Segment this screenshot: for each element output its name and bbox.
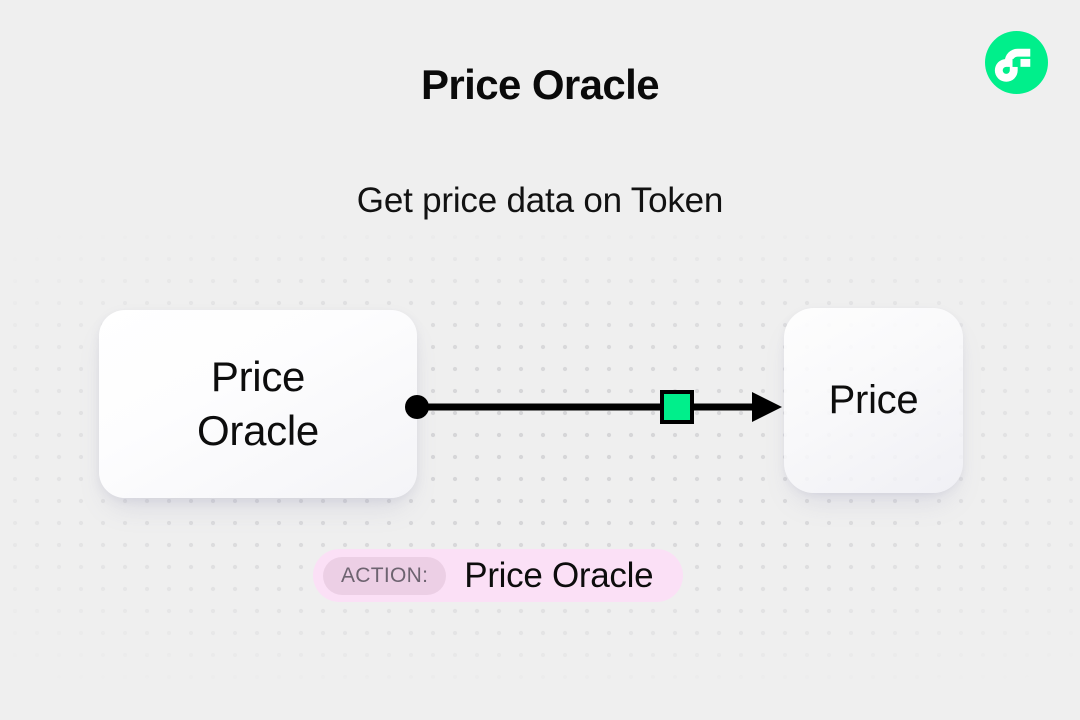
flow-logo-icon xyxy=(985,31,1048,94)
node-target-label: Price xyxy=(828,378,919,422)
action-badge: ACTION: Price Oracle xyxy=(313,549,684,602)
page-subtitle: Get price data on Token xyxy=(356,181,724,220)
action-badge-value: Price Oracle xyxy=(464,555,654,595)
edge-connector xyxy=(405,392,782,422)
page-title: Price Oracle xyxy=(421,61,660,108)
node-source-label-line1: Price xyxy=(210,353,306,401)
arrowhead-icon xyxy=(752,392,782,422)
green-square-marker-icon[interactable] xyxy=(660,390,694,424)
node-source-label: Price Oracle xyxy=(197,350,319,458)
node-card-price-oracle[interactable]: Price Oracle xyxy=(99,310,417,498)
node-card-price[interactable]: Price xyxy=(784,308,963,493)
node-source-label-line2: Oracle xyxy=(197,407,319,454)
action-badge-label: ACTION: xyxy=(323,556,447,595)
